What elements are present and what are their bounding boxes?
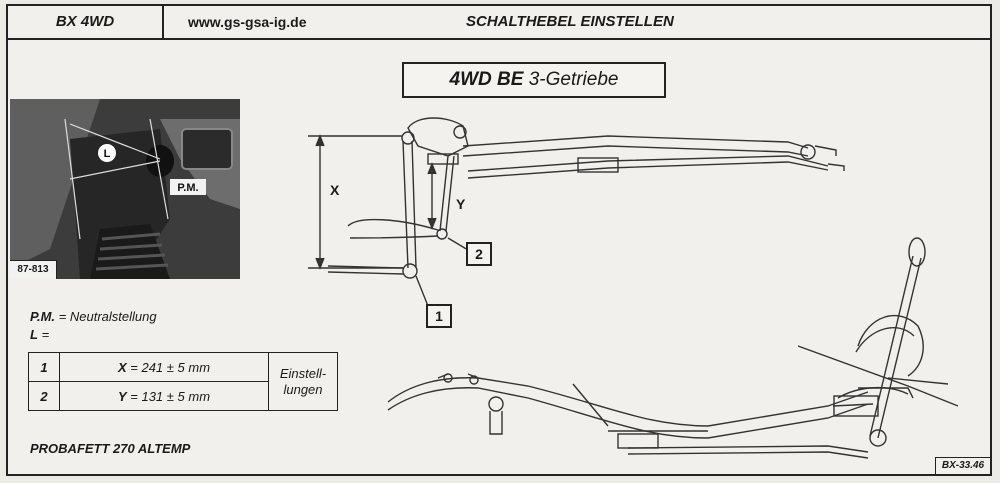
linkage-drawing [308,117,959,459]
legend-l: L = [30,327,50,342]
page-reference: BX-33.46 [935,457,990,474]
spec-table: 1 X = 241 ± 5 mm Einstell-lungen 2 Y = 1… [28,352,338,411]
spec-index: 2 [28,381,60,411]
photo-illustration: L P.M. [10,99,240,279]
figure-number: 87-813 [10,260,57,279]
spec-value: Y = 131 ± 5 mm [59,381,269,411]
section-title-bold: 4WD BE [449,69,524,90]
section-title: 4WD BE 3-Getriebe [402,62,666,98]
dimension-x-label: X [330,182,340,198]
gear-lever-photo: L P.M. 87-813 [10,99,240,279]
table-row: 2 Y = 131 ± 5 mm [28,381,338,411]
section-title-rest: 3-Getriebe [528,69,619,90]
dimension-y-label: Y [456,196,466,212]
legend: P.M. = Neutralstellung L = [30,308,157,344]
table-row: 1 X = 241 ± 5 mm Einstell-lungen [28,352,338,411]
photo-label-pm: P.M. [177,182,198,194]
photo-label-l: L [104,148,111,160]
header-bar: BX 4WD www.gs-gsa-ig.de SCHALTHEBEL EINS… [8,6,990,40]
grease-spec: PROBAFETT 270 ALTEMP [30,441,191,456]
page-frame: BX 4WD www.gs-gsa-ig.de SCHALTHEBEL EINS… [6,4,992,476]
callout-2: 2 [466,242,492,266]
website-link[interactable]: www.gs-gsa-ig.de [188,14,307,30]
page-title: SCHALTHEBEL EINSTELLEN [466,13,674,30]
legend-pm: P.M. = Neutralstellung [30,309,157,324]
callout-1: 1 [426,304,452,328]
spec-note: Einstell-lungen [268,352,338,411]
spec-value: X = 241 ± 5 mm [59,352,269,382]
model-label: BX 4WD [8,6,164,38]
